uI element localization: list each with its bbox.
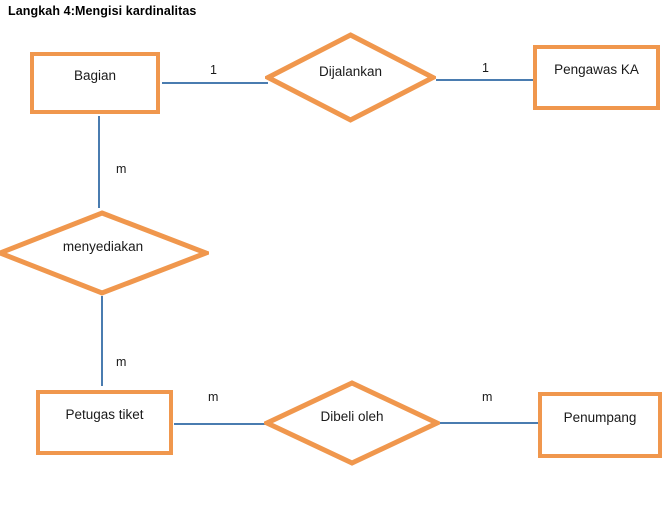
diamond-shape (264, 380, 440, 466)
cardinality-label: m (116, 162, 127, 176)
connector-bagian-dijalankan (162, 82, 268, 84)
cardinality-label: m (208, 390, 219, 404)
cardinality-label: 1 (210, 63, 217, 77)
relationship-menyediakan[interactable]: menyediakan (0, 210, 209, 296)
diagram-title: Langkah 4:Mengisi kardinalitas (8, 4, 197, 18)
entity-label: Pengawas KA (554, 62, 639, 77)
entity-penumpang[interactable]: Penumpang (538, 392, 662, 458)
connector-petugas-tiket-dibeli-oleh (174, 423, 266, 425)
entity-label: Petugas tiket (65, 407, 144, 422)
connector-bagian-menyediakan (98, 116, 100, 208)
connector-dijalankan-pengawas-ka (436, 79, 534, 81)
cardinality-label: m (482, 390, 493, 404)
cardinality-label: m (116, 355, 127, 369)
entity-label: Penumpang (563, 409, 637, 425)
entity-pengawas-ka[interactable]: Pengawas KA (533, 45, 660, 110)
cardinality-label: 1 (482, 61, 489, 75)
relationship-dijalankan[interactable]: Dijalankan (265, 32, 436, 123)
diamond-shape (265, 32, 436, 123)
entity-bagian[interactable]: Bagian (30, 52, 160, 114)
connector-dibeli-oleh-penumpang (440, 422, 539, 424)
relationship-dibeli-oleh[interactable]: Dibeli oleh (264, 380, 440, 466)
diamond-shape (0, 210, 209, 296)
connector-menyediakan-petugas-tiket (101, 296, 103, 386)
entity-label: Bagian (73, 67, 117, 83)
entity-petugas-tiket[interactable]: Petugas tiket (36, 390, 173, 455)
